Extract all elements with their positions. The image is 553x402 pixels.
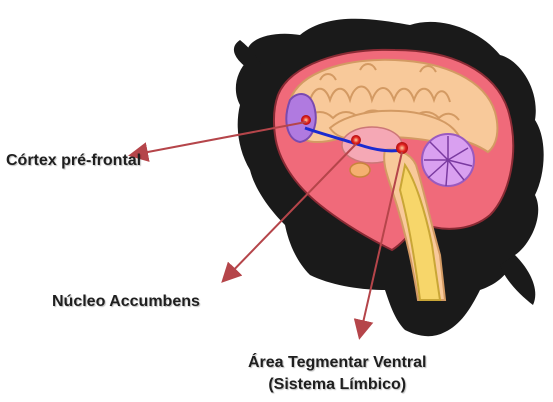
label-cortex-pre-frontal: Córtex pré-frontal bbox=[6, 152, 141, 170]
label-nucleo-accumbens: Núcleo Accumbens bbox=[52, 293, 200, 311]
prefrontal-region bbox=[286, 94, 315, 142]
label-area-tegmentar-ventral: Área Tegmentar Ventral (Sistema Límbico) bbox=[248, 352, 426, 396]
hair-strand bbox=[500, 255, 535, 305]
marker-nucleo bbox=[351, 135, 361, 145]
label-area-line2: (Sistema Límbico) bbox=[248, 374, 426, 396]
pituitary bbox=[350, 163, 370, 177]
label-area-line1: Área Tegmentar Ventral bbox=[248, 352, 426, 374]
